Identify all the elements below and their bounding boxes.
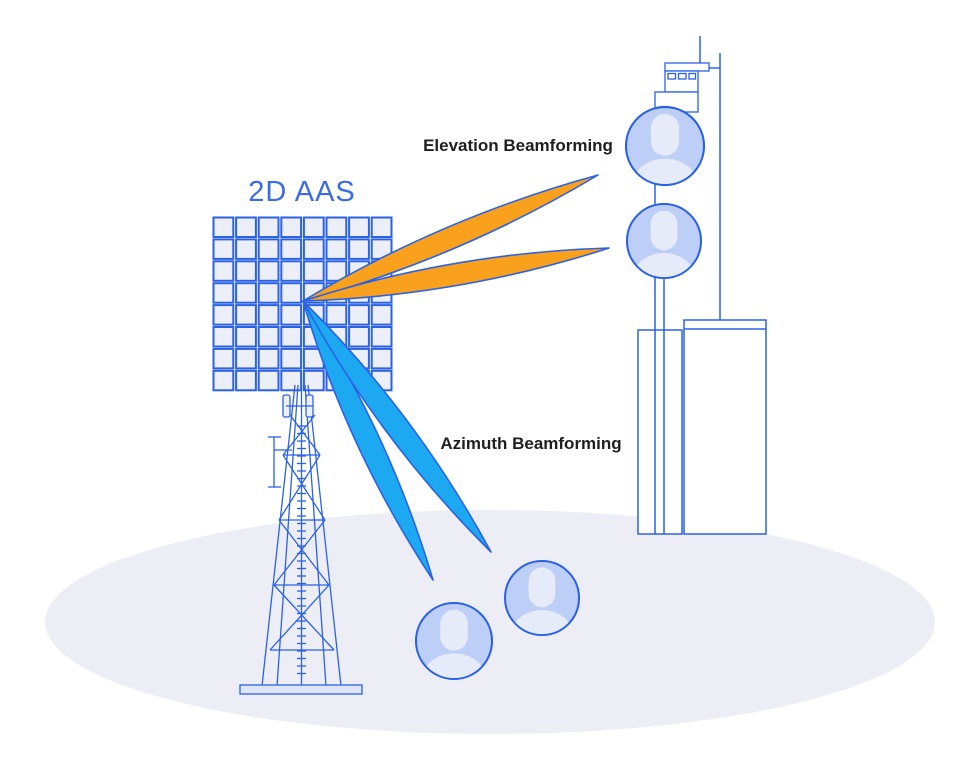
- antenna-element: [370, 304, 393, 326]
- rooftop-window: [677, 72, 687, 80]
- antenna-element: [212, 369, 235, 392]
- antenna-element: [348, 326, 370, 348]
- building-user-avatar: [626, 107, 704, 209]
- antenna-element: [280, 326, 303, 348]
- antenna-element: [257, 326, 280, 348]
- rooftop-bar: [664, 62, 710, 72]
- antenna-element: [280, 369, 303, 392]
- rooftop-equipment: [654, 36, 720, 113]
- antenna-element: [348, 216, 370, 238]
- rooftop-window: [688, 72, 697, 80]
- antenna-element: [280, 238, 303, 260]
- tower-base-plate: [239, 684, 363, 695]
- antenna-element: [235, 304, 257, 326]
- antenna-element: [235, 347, 257, 370]
- antenna-element: [325, 216, 348, 238]
- antenna-element: [302, 216, 325, 238]
- azimuth-beams: [302, 300, 492, 581]
- antenna-element: [302, 260, 325, 282]
- antenna-element: [280, 347, 303, 370]
- antenna-array-grid: [212, 216, 393, 392]
- tower-bracing: [269, 414, 335, 651]
- building: [637, 36, 767, 535]
- lattice-tower: [239, 383, 363, 695]
- building-right-tower: [683, 319, 767, 535]
- antenna-element: [280, 282, 303, 304]
- antenna-element: [302, 238, 325, 260]
- azimuth-beamforming-label: Azimuth Beamforming: [440, 434, 621, 453]
- elevation-beams: [302, 174, 610, 302]
- tower-leg: [307, 384, 342, 687]
- antenna-element: [235, 260, 257, 282]
- antenna-element: [212, 304, 235, 326]
- antenna-array-label: 2D AAS: [248, 176, 356, 208]
- antenna-element: [257, 238, 280, 260]
- rooftop-window: [667, 72, 677, 80]
- antenna-element: [257, 347, 280, 370]
- antenna-element: [212, 347, 235, 370]
- antenna-element: [325, 238, 348, 260]
- antenna-element: [325, 304, 348, 326]
- tower-leg: [276, 384, 299, 687]
- antenna-element: [280, 304, 303, 326]
- antenna-element: [235, 238, 257, 260]
- tower-leg: [304, 384, 327, 687]
- antenna-element: [212, 260, 235, 282]
- antenna-element: [348, 238, 370, 260]
- antenna-element: [325, 260, 348, 282]
- antenna-element: [257, 260, 280, 282]
- antenna-element: [302, 369, 325, 392]
- antenna-element: [348, 304, 370, 326]
- antenna-element: [280, 216, 303, 238]
- antenna-element: [235, 282, 257, 304]
- antenna-element: [257, 304, 280, 326]
- elevation-beam-lower: [302, 247, 610, 302]
- antenna-element: [370, 216, 393, 238]
- antenna-element: [280, 260, 303, 282]
- antenna-element: [257, 216, 280, 238]
- antenna-element: [235, 216, 257, 238]
- antenna-element: [212, 238, 235, 260]
- elevation-beamforming-label: Elevation Beamforming: [423, 136, 613, 155]
- antenna-element: [370, 326, 393, 348]
- ground-ellipse: [45, 510, 935, 734]
- tower-leg: [261, 384, 296, 687]
- building-left-tower: [637, 329, 683, 535]
- antenna-element: [235, 369, 257, 392]
- antenna-element: [212, 326, 235, 348]
- antenna-element: [370, 347, 393, 370]
- antenna-element: [212, 216, 235, 238]
- antenna-element: [257, 282, 280, 304]
- antenna-element: [257, 369, 280, 392]
- antenna-element: [235, 326, 257, 348]
- azimuth-beam-right: [302, 300, 492, 553]
- antenna-element: [212, 282, 235, 304]
- tower-side-bracket: [268, 436, 292, 488]
- elevation-beam-upper: [302, 174, 599, 302]
